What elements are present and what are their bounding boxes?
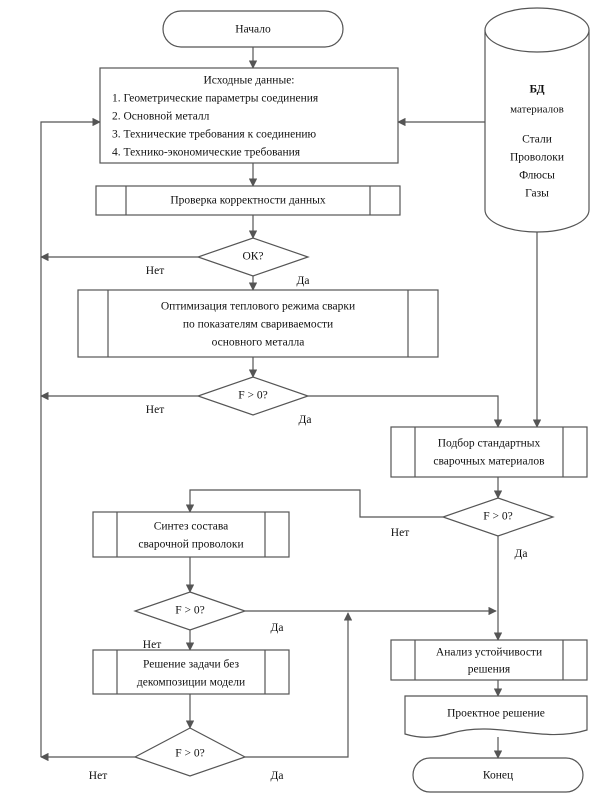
node-decision-ok[interactable]: ОК? Нет Да [146, 237, 310, 287]
connector-f1-yes-to-select-standard [308, 395, 503, 428]
node-solve-no-decomposition-line-2: декомпозиции модели [137, 677, 245, 689]
node-solve-no-decomposition-line-1: Решение задачи без [143, 659, 239, 671]
branch-label-f2-yes: Да [515, 548, 528, 560]
connector-f2-no-to-synthesis [185, 489, 443, 518]
node-decision-ok-label: ОК? [242, 251, 263, 263]
node-solve-no-decomposition[interactable]: Решение задачи без декомпозиции модели [92, 649, 290, 695]
node-decision-f3[interactable]: F > 0? Нет Да [133, 591, 284, 651]
branch-label-f2-no: Нет [391, 527, 409, 539]
branch-label-f1-no: Нет [146, 404, 164, 416]
branch-label-f1-yes: Да [299, 414, 312, 426]
node-decision-f3-label: F > 0? [175, 605, 205, 617]
node-database-item-2: Проволоки [510, 152, 564, 164]
branch-label-f4-yes: Да [271, 770, 284, 782]
node-database-item-3: Флюсы [519, 170, 555, 182]
node-database-item-4: Газы [525, 188, 549, 200]
node-select-standard[interactable]: Подбор стандартных сварочных материалов [390, 426, 588, 478]
node-optimize-thermal-line-3: основного металла [212, 337, 305, 349]
node-decision-f2-label: F > 0? [483, 511, 513, 523]
node-start[interactable]: Начало [162, 10, 344, 48]
node-decision-f4[interactable]: F > 0? Нет Да [89, 727, 284, 782]
node-select-standard-line-2: сварочных материалов [433, 456, 545, 468]
node-input-data-item-1: 1. Геометрические параметры соединения [112, 93, 319, 105]
branch-label-ok-no: Нет [146, 265, 164, 277]
node-start-label: Начало [235, 24, 271, 36]
node-database[interactable]: БД материалов Стали Проволоки Флюсы Газы [484, 7, 590, 233]
node-design-solution[interactable]: Проектное решение [404, 695, 588, 738]
node-check-data-line-1: Проверка корректности данных [170, 195, 326, 207]
node-optimize-thermal[interactable]: Оптимизация теплового режима сварки по п… [77, 289, 439, 358]
node-decision-f4-label: F > 0? [175, 748, 205, 760]
branch-label-f3-yes: Да [271, 622, 284, 634]
node-optimize-thermal-line-1: Оптимизация теплового режима сварки [161, 301, 355, 313]
connector-layer [40, 47, 542, 762]
node-design-solution-line-1: Проектное решение [447, 708, 545, 720]
node-input-data-title: Исходные данные: [204, 75, 295, 87]
node-check-data[interactable]: Проверка корректности данных [95, 185, 401, 216]
node-optimize-thermal-line-2: по показателям свариваемости [183, 319, 333, 331]
node-input-data-item-2: 2. Основной металл [112, 111, 210, 123]
node-input-data-item-4: 4. Технико-экономические требования [112, 147, 301, 159]
node-synthesis-wire-line-2: сварочной проволоки [138, 539, 243, 551]
node-stability-analysis[interactable]: Анализ устойчивости решения [390, 639, 588, 681]
node-end-label: Конец [483, 770, 513, 782]
node-synthesis-wire-line-1: Синтез состава [154, 521, 229, 533]
node-database-item-1: Стали [522, 134, 552, 146]
node-stability-analysis-line-1: Анализ устойчивости [436, 647, 542, 659]
node-end[interactable]: Конец [412, 757, 584, 793]
node-input-data[interactable]: Исходные данные: 1. Геометрические парам… [99, 67, 399, 164]
branch-label-f3-no: Нет [143, 639, 161, 651]
node-database-title-line2: материалов [510, 104, 564, 116]
node-decision-f1-label: F > 0? [238, 390, 268, 402]
connector-f4-yes-to-stability-bus [245, 612, 353, 758]
connector-feedback-bus [40, 117, 101, 757]
branch-label-f4-no: Нет [89, 770, 107, 782]
node-input-data-item-3: 3. Технические требования к соединению [112, 129, 317, 141]
node-stability-analysis-line-2: решения [468, 664, 511, 676]
node-select-standard-line-1: Подбор стандартных [438, 438, 541, 450]
node-decision-f1[interactable]: F > 0? Нет Да [146, 376, 312, 426]
node-database-title-line1: БД [529, 84, 544, 96]
branch-label-ok-yes: Да [297, 275, 310, 287]
node-decision-f2[interactable]: F > 0? Нет Да [391, 497, 555, 560]
node-synthesis-wire[interactable]: Синтез состава сварочной проволоки [92, 511, 290, 558]
